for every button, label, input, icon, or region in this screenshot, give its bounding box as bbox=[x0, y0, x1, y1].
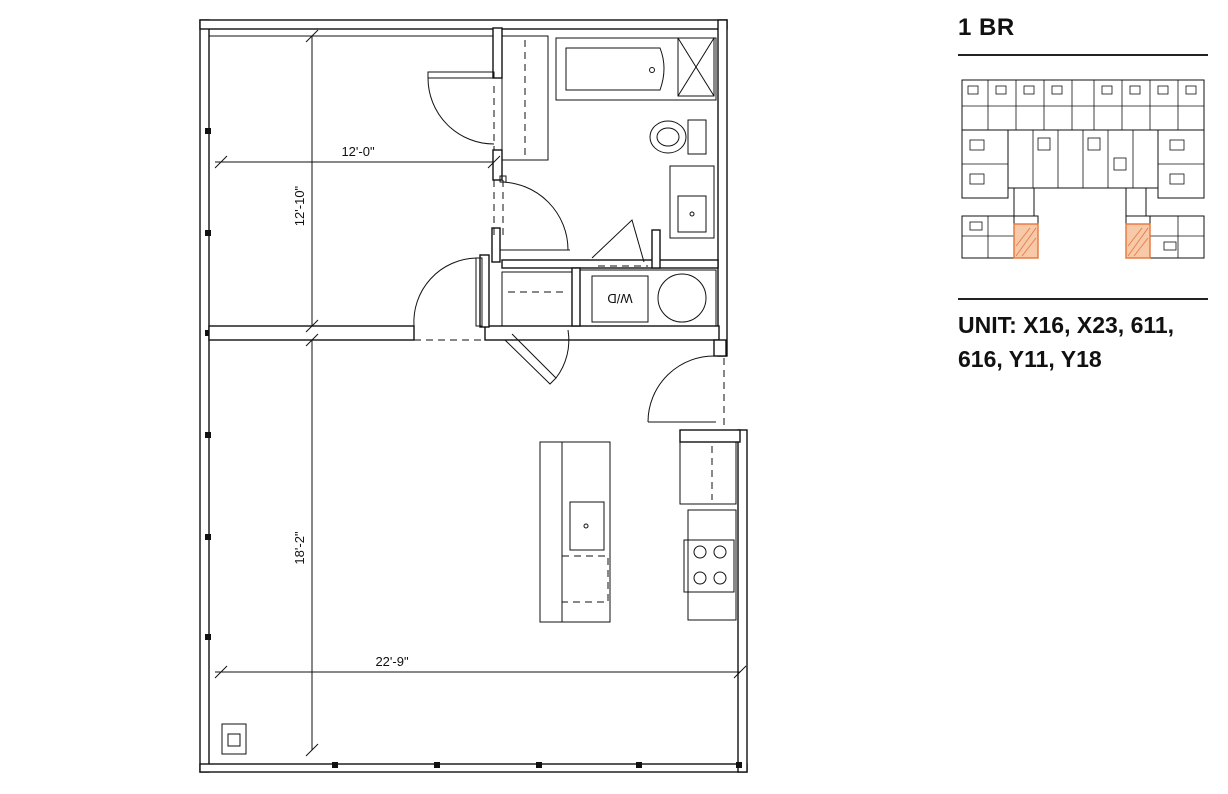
exterior-walls bbox=[199, 19, 748, 773]
unit-highlight-left bbox=[1013, 223, 1039, 259]
bathroom-door bbox=[499, 175, 570, 251]
unit-type-title: 1 BR bbox=[958, 14, 1015, 41]
window-ticks bbox=[205, 128, 742, 768]
interior-walls bbox=[208, 27, 741, 443]
kitchen-counter bbox=[679, 441, 737, 621]
bathtub bbox=[555, 37, 717, 101]
closets bbox=[493, 35, 573, 327]
key-plan bbox=[961, 79, 1205, 259]
unit-list: UNIT: X16, X23, 611, 616, Y11, Y18 bbox=[958, 312, 1175, 372]
washer-dryer: W/D bbox=[579, 265, 717, 327]
wd-label: W/D bbox=[607, 291, 632, 306]
list-divider bbox=[958, 298, 1208, 300]
bedroom-closet-door bbox=[427, 71, 495, 145]
dimension-lines bbox=[214, 29, 747, 757]
dim-living-depth: 18'-2" bbox=[292, 531, 307, 565]
dim-bedroom-depth: 12'-10" bbox=[292, 185, 307, 226]
unit-highlight-right bbox=[1125, 223, 1151, 259]
title-divider bbox=[958, 54, 1208, 56]
bedroom-door bbox=[413, 257, 484, 341]
dim-bedroom-width: 12'-0" bbox=[341, 144, 375, 159]
entry-door bbox=[647, 355, 725, 430]
structural-column bbox=[221, 723, 247, 755]
dim-overall-width: 22'-9" bbox=[375, 654, 409, 669]
laundry-door bbox=[504, 219, 645, 385]
bath-vanity bbox=[669, 165, 715, 239]
kitchen-island bbox=[539, 441, 611, 623]
toilet bbox=[649, 119, 707, 155]
linen-cabinet bbox=[677, 37, 715, 97]
